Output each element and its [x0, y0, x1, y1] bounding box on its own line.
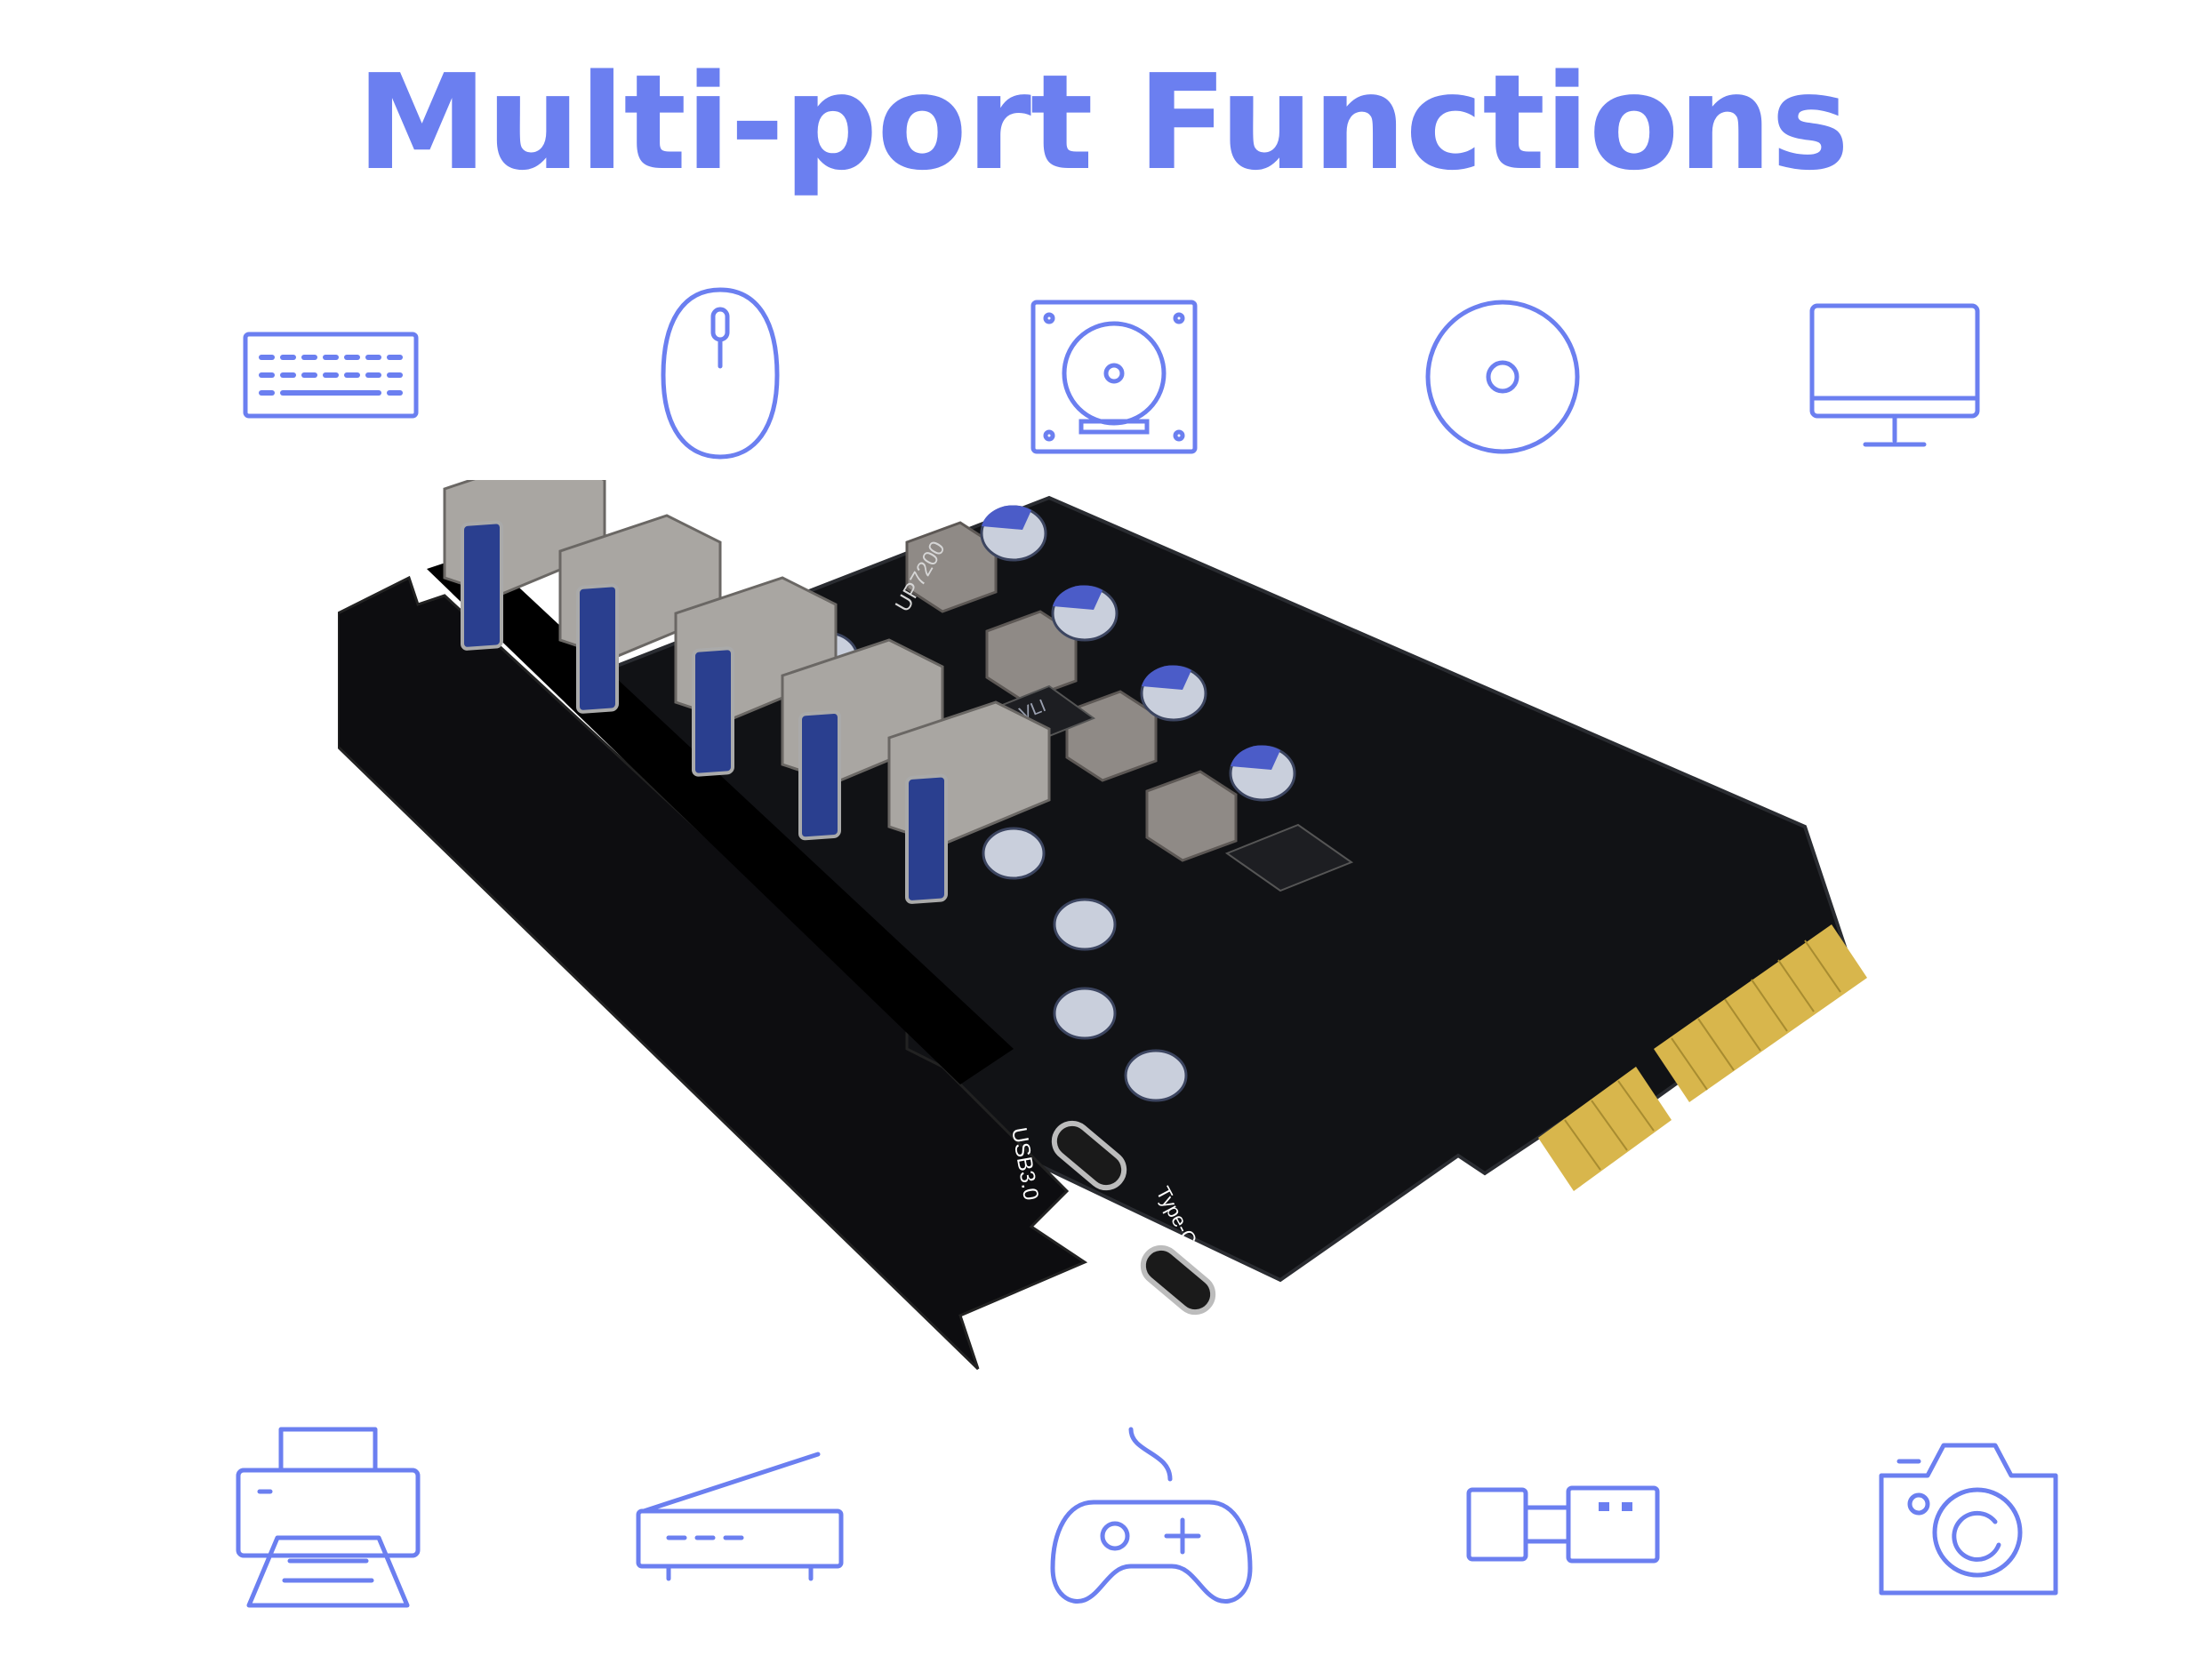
scanner-icon [633, 1449, 846, 1584]
hard-drive-icon [1030, 299, 1199, 455]
inductors [905, 521, 1238, 862]
camera-icon [1878, 1440, 2059, 1596]
gamepad-icon [1049, 1426, 1254, 1609]
usb-c-ports [1051, 1120, 1216, 1316]
printer-icon [235, 1426, 421, 1609]
keyboard-icon [242, 331, 420, 420]
mouse-icon [658, 286, 782, 460]
pcie-usb-card-illustration: VLI UP7200 [338, 480, 1903, 1440]
optical-disc-icon [1423, 297, 1583, 457]
usb-flash-drive-icon [1465, 1483, 1661, 1564]
usb-a-ports [443, 480, 1051, 904]
monitor-icon [1808, 302, 1981, 452]
page-title: Multi-port Functions [357, 46, 1849, 199]
